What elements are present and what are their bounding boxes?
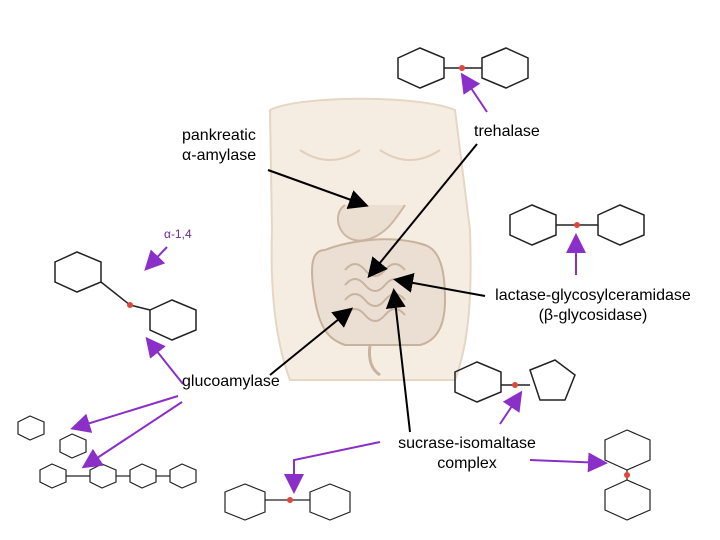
torso-icon <box>268 97 472 381</box>
alpha14-bond-arrow <box>144 246 168 271</box>
sucrose-structure <box>454 359 576 403</box>
glucoamylase-chain-arrow-1 <box>70 395 179 433</box>
glucoamylase-label: glucoamylase <box>182 373 280 390</box>
lactase-arrow <box>393 273 486 297</box>
glucoamylase-alpha-arrow <box>145 336 184 385</box>
pankreatic-line1: pankreatic <box>182 127 256 144</box>
trehalose-structure <box>397 47 529 89</box>
sucrase-arrow-isomaltose-2 <box>284 441 381 494</box>
sucrase-arrow-sucrose <box>499 390 523 425</box>
isomaltose-branch-structure <box>604 429 651 521</box>
sucrase-isomaltase-label: sucrase-isomaltase complex <box>382 434 552 474</box>
sucrase-line2: complex <box>437 455 497 472</box>
trehalase-bond-arrow <box>460 72 488 113</box>
lactase-line1: lactase-glycosylceramidase <box>495 287 691 304</box>
glucoamylase-arrow <box>269 307 354 376</box>
pankreatic-amylase-label: pankreatic α-amylase <box>182 126 256 166</box>
lactase-label: lactase-glycosylceramidase (β-glycosidas… <box>478 286 708 326</box>
sucrase-line1: sucrase-isomaltase <box>398 435 536 452</box>
sucrase-arrow-isomaltose <box>529 452 608 473</box>
pankreatic-line2: α-amylase <box>182 147 257 164</box>
pankreatic-amylase-arrow <box>267 169 369 209</box>
sucrase-arrow <box>385 288 411 433</box>
maltose-structure <box>54 251 197 341</box>
trehalase-label: trehalase <box>474 123 540 140</box>
isomaltose-structure <box>224 483 351 521</box>
alpha14-label: α-1,4 <box>164 227 192 241</box>
glucoamylase-chain-arrow-2 <box>81 401 183 469</box>
lactose-structure <box>509 204 645 246</box>
trehalase-arrow <box>367 143 478 279</box>
lactase-line2: (β-glycosidase) <box>538 307 648 324</box>
